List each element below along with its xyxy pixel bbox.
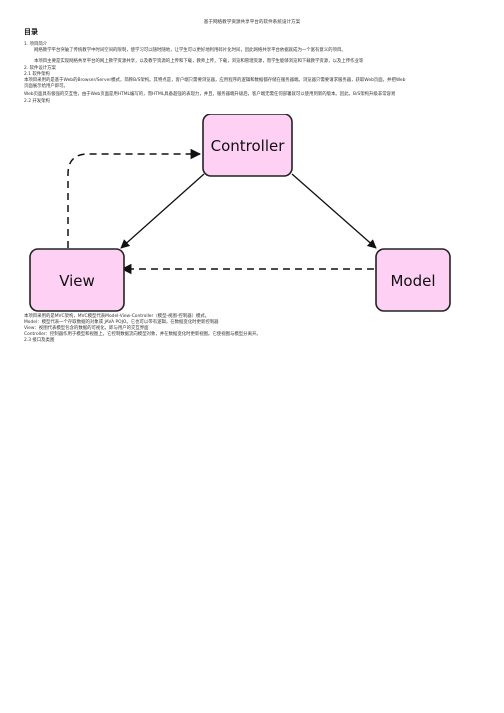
paragraph: Web页面具有极强的交互性，由于Web页面是用HTML编写的，而HTML具备超强… (24, 92, 396, 97)
paragraph: Controller：控制器作用于模型和视图上。它控制数据流向模型对象，并在数据… (24, 332, 261, 337)
toc-heading: 目录 (24, 28, 38, 36)
model-label: Model (390, 272, 435, 290)
section-heading: 2. 软件设计方案 (24, 66, 56, 71)
subsection-heading: 2.2 开发架构 (24, 99, 50, 104)
model-box (375, 248, 451, 312)
document-title: 基于网络教学资源共享平台的软件系统设计方案 (203, 20, 301, 25)
controller-box (202, 114, 293, 177)
paragraph: 本项目采用的是MVC架构，MVC模型代表Model-View-Controlle… (24, 314, 210, 319)
controller-to-model-arrow (291, 173, 377, 249)
view-to-controller-dashed-arrow (67, 148, 202, 248)
paragraph: View：视图代表模型包含的数据的可视化，即与用户的交互界面 (24, 326, 149, 331)
paragraph: 本项目采用的是基于Web的Browser/Server模式，简称B/S架构。其特… (24, 78, 406, 83)
paragraph: Model：模型代表一个存取数据的对象或 JAVA POJO。它也可以带有逻辑，… (24, 320, 219, 325)
subsection-heading: 2.1 软件架构 (24, 72, 50, 77)
controller-label: Controller (211, 137, 286, 155)
mvc-diagram: Controller View Model (29, 114, 451, 312)
subsection-heading: 2.3 接口及类图 (24, 338, 55, 343)
section-heading: 1. 项目简介 (24, 42, 48, 47)
controller-to-view-arrow (120, 173, 205, 249)
paragraph: 本项目主要是实现网络共享平台的网上教学资源共享，以及教学资源的上传和下载，教师上… (34, 59, 364, 64)
view-label: View (59, 272, 95, 290)
paragraph: 网络教学平台突破了传统教学中时间空间的限制，使学习可以随时随地，让学生可以更好地… (34, 48, 346, 53)
view-box (29, 248, 125, 312)
paragraph: 页面展示给用户即可。 (24, 84, 68, 89)
